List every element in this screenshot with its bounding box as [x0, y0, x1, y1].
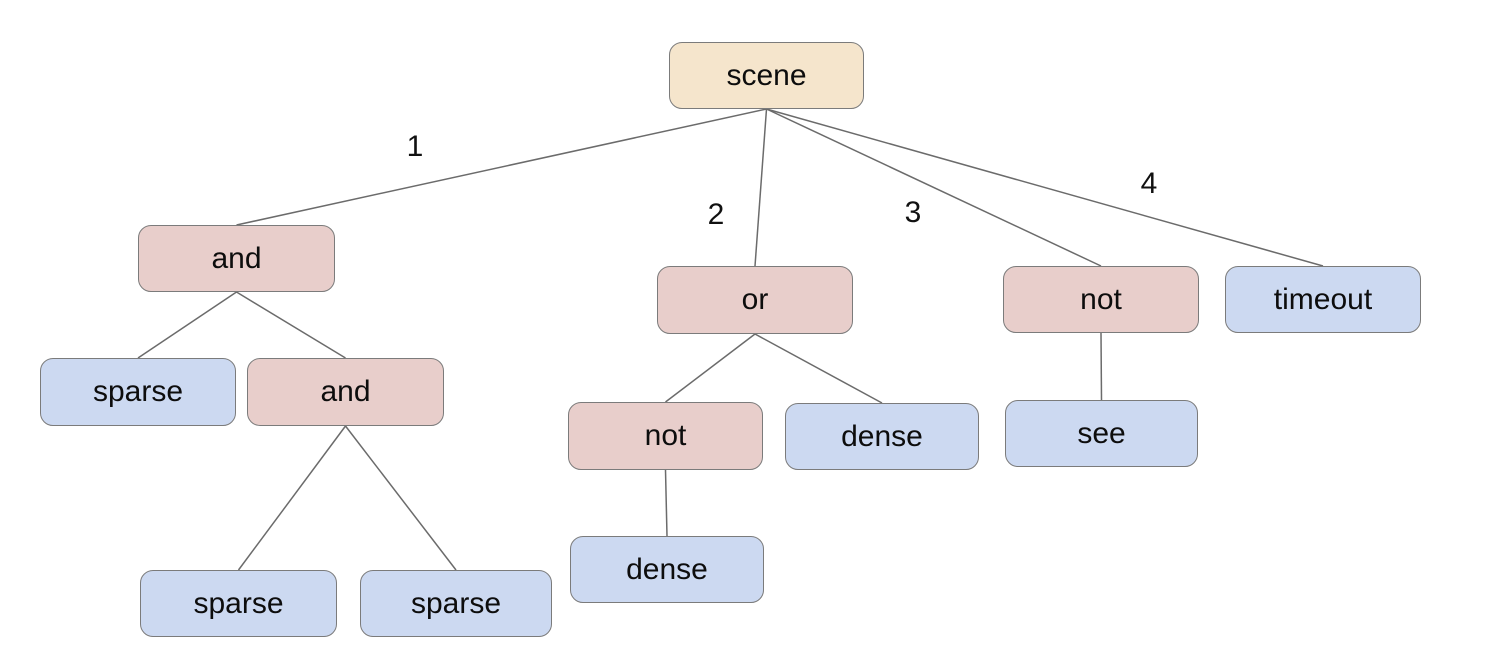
- tree-node-dense-2[interactable]: dense: [570, 536, 764, 603]
- tree-node-not-2[interactable]: not: [568, 402, 763, 470]
- tree-node-dense-1[interactable]: dense: [785, 403, 979, 470]
- edge-label-2: 2: [707, 198, 725, 231]
- node-label: and: [211, 241, 262, 275]
- node-label: scene: [726, 58, 807, 92]
- tree-node-and-1[interactable]: and: [138, 225, 335, 292]
- tree-node-or-1[interactable]: or: [657, 266, 853, 334]
- node-label: dense: [626, 552, 708, 586]
- tree-edge-not-1-see-1: [1100, 332, 1103, 401]
- node-label: dense: [841, 419, 923, 453]
- tree-node-scene[interactable]: scene: [669, 42, 864, 109]
- tree-edge-or-1-not-2: [665, 333, 756, 403]
- node-label: sparse: [92, 375, 184, 408]
- tree-node-sparse-2[interactable]: sparse: [140, 570, 337, 637]
- node-label: sparse: [410, 586, 502, 620]
- tree-edge-scene-and-1: [236, 108, 767, 226]
- tree-node-sparse-1[interactable]: sparse: [40, 358, 236, 426]
- node-label: not: [1080, 282, 1122, 316]
- tree-edge-and-2-sparse-3: [344, 425, 457, 571]
- tree-node-see-1[interactable]: see: [1005, 400, 1198, 467]
- tree-edge-not-2-dense-2: [664, 469, 668, 537]
- node-label: and: [320, 375, 371, 408]
- node-label: see: [1077, 416, 1126, 450]
- tree-edge-scene-not-1: [766, 108, 1102, 267]
- tree-edge-scene-or-1: [754, 108, 768, 267]
- edge-label-1: 1: [406, 130, 424, 163]
- tree-edge-and-2-sparse-2: [237, 425, 347, 571]
- tree-node-and-2[interactable]: and: [247, 358, 444, 426]
- node-label: not: [644, 419, 687, 452]
- tree-node-not-1[interactable]: not: [1003, 266, 1199, 333]
- node-label: sparse: [193, 586, 284, 620]
- edge-label-3: 3: [904, 196, 922, 229]
- tree-node-timeout-1[interactable]: timeout: [1225, 266, 1421, 333]
- tree-edge-and-1-and-2: [236, 291, 346, 359]
- tree-edge-or-1-dense-1: [754, 333, 883, 404]
- node-label: or: [741, 283, 769, 316]
- tree-edge-scene-timeout-1: [766, 108, 1324, 267]
- node-label: timeout: [1273, 282, 1373, 316]
- edge-label-4: 4: [1140, 167, 1158, 200]
- tree-edge-and-1-sparse-1: [137, 291, 237, 359]
- tree-node-sparse-3[interactable]: sparse: [360, 570, 552, 637]
